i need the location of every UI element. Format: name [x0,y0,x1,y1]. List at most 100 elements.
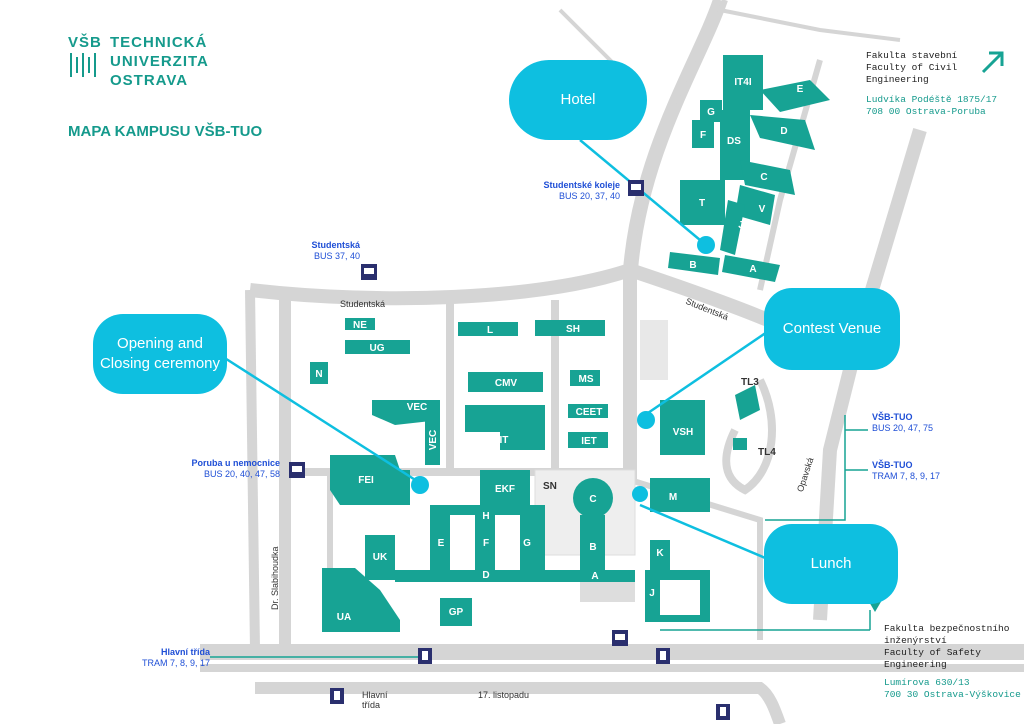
svg-text:E: E [438,538,445,549]
building-c [573,478,613,518]
svg-text:A: A [749,264,756,275]
faculty-safety-address-2: 700 30 Ostrava-Výškovice [884,689,1021,700]
svg-text:B: B [689,260,696,271]
svg-text:C: C [760,172,767,183]
building-b2 [580,515,605,580]
building-n [310,362,328,384]
building-k [650,540,670,570]
hotel-marker [697,236,715,254]
building-gp [440,598,472,626]
svg-text:UK: UK [373,552,388,563]
stop-lines: BUS 20, 40, 47, 58 [203,469,280,479]
svg-text:TL3: TL3 [741,377,759,388]
building-b [668,252,720,275]
stop-name: Studentské koleje [543,180,620,190]
faculty-safety-line-2: inženýrství [884,635,947,646]
stop-lines: BUS 37, 40 [313,251,360,261]
building-labels: IT4I E G F DS D C T V J B A NE UG N L SH… [315,77,803,623]
svg-text:FEI: FEI [358,475,374,486]
stop-name: Hlavní třída [160,647,210,657]
stop-name: Studentská [311,240,360,250]
svg-text:IET: IET [581,436,597,447]
svg-text:H: H [482,511,489,522]
faculty-safety-line-3: Faculty of Safety [884,647,981,658]
building-cpit [465,405,545,450]
svg-text:MS: MS [579,374,594,385]
buildings [310,55,830,632]
svg-text:G: G [707,107,715,118]
logo-name: TECHNICKÁ UNIVERZITA OSTRAVA [110,33,209,90]
faculty-safety-line-1: Fakulta bezpečnostního [884,623,1010,634]
faculty-civil-line-3: Engineering [866,74,929,85]
building-ug [345,340,410,354]
svg-text:A: A [591,571,598,582]
stop-lines: BUS 20, 37, 40 [558,191,620,201]
road-label-17-listopadu: 17. listopadu [478,690,530,700]
building-sh [535,320,605,336]
building-ne [345,318,375,330]
svg-text:V: V [759,204,766,215]
stop-vsb-tram: VŠB-TUO TRAM 7, 8, 9, 17 [872,460,940,482]
svg-text:UG: UG [370,343,385,354]
building-iet [568,432,608,448]
svg-text:K: K [656,548,664,559]
map-title: MAPA KAMPUSU VŠB-TUO [68,123,263,140]
building-ekf [480,470,530,505]
stop-icons [289,180,730,720]
callout-contest-venue: Contest Venue [764,288,900,370]
arrow-up-right-icon [981,51,1004,74]
stop-lines: BUS 20, 47, 75 [872,423,934,433]
svg-text:TL4: TL4 [758,447,776,458]
building-uk [365,535,395,580]
callout-lunch: Lunch [764,524,898,604]
logo-line-1: TECHNICKÁ [110,34,208,51]
stop-studentske-koleje: Studentské koleje BUS 20, 37, 40 [520,180,620,202]
callout-label: Contest Venue [782,320,882,337]
faculty-safety-address-1: Lumírova 630/13 [884,677,970,688]
building-ms [570,370,600,386]
building-ceet [568,404,608,418]
callout-hotel: Hotel [509,60,647,140]
faculty-civil-info: Fakulta stavební Faculty of Civil Engine… [866,50,997,118]
road-label-line: Hlavní [362,690,388,700]
contest-marker [637,411,655,429]
svg-text:NE: NE [353,320,367,331]
building-it4i [723,55,763,110]
building-vec-2 [425,410,440,465]
faculty-civil-address-1: Ludvíka Podéště 1875/17 [866,94,998,105]
faculty-civil-address-2: 708 00 Ostrava-Poruba [866,106,986,117]
ceremony-marker [411,476,429,494]
svg-text:E: E [797,84,804,95]
svg-text:F: F [483,538,489,549]
building-t [680,180,725,225]
svg-text:B: B [589,542,596,553]
lunch-marker [632,486,648,502]
svg-text:D: D [482,570,489,581]
building-vsh [660,400,705,455]
building-tl3 [735,385,760,420]
logo-mark [70,53,96,77]
building-a [722,255,780,282]
building-fei [330,455,410,505]
svg-text:VSH: VSH [673,427,694,438]
svg-text:G: G [523,538,531,549]
svg-text:VEC: VEC [407,402,428,413]
svg-text:C: C [589,494,596,505]
faculty-civil-line-2: Faculty of Civil [866,62,958,73]
road-label-slabihoudka: Dr. Slabihoudka [270,546,280,610]
stop-lines: TRAM 7, 8, 9, 17 [872,471,941,481]
road-label-line: třída [362,700,381,710]
logo-line-3: OSTRAVA [110,72,189,89]
stop-poruba-u-nemocnice: Poruba u nemocnice BUS 20, 40, 47, 58 [160,458,280,480]
transit-connectors [210,415,876,658]
svg-text:SH: SH [566,324,580,335]
building-g [700,100,722,122]
building-m [650,478,710,512]
faculty-safety-info: Fakulta bezpečnostního inženýrství Facul… [884,623,1021,701]
stop-studentska: Studentská BUS 37, 40 [290,240,360,262]
callout-ceremony: Opening and Closing ceremony [93,314,227,394]
road-label-hlavni-trida: Hlavní třída [362,690,388,710]
stop-name: VŠB-TUO [872,412,913,422]
svg-text:EKF: EKF [495,484,515,495]
stop-name: VŠB-TUO [872,460,913,470]
